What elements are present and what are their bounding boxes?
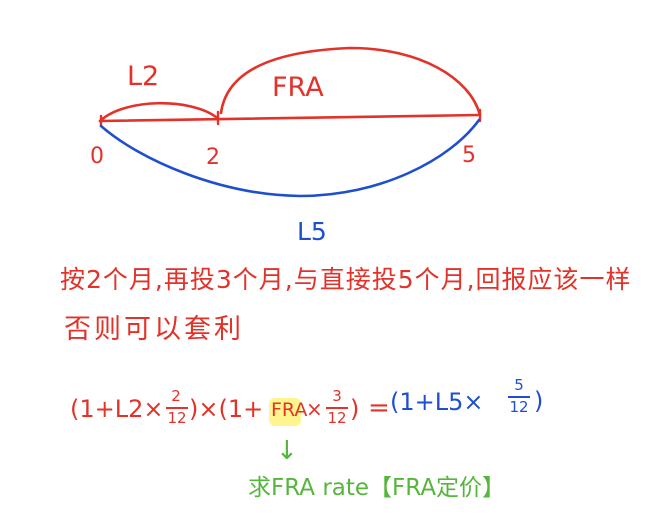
tick-label-5: 5 <box>462 143 476 168</box>
down-arrow-icon: ↓ <box>276 436 298 466</box>
eq-rhs-part1: (1+L5× <box>390 388 484 416</box>
note-line-2: 否则可以套利 <box>64 314 244 345</box>
eq-frac1-num: 2 <box>171 387 181 405</box>
eq-rhs-part2: ) <box>534 387 544 415</box>
eq-frac3-den: 12 <box>509 398 529 416</box>
annotation-text: 求FRA rate【FRA定价】 <box>248 475 506 501</box>
eq-frac3-num: 5 <box>514 376 524 394</box>
eq-frac2-num: 3 <box>332 387 342 405</box>
l2-label: L2 <box>127 61 160 92</box>
tick-label-0: 0 <box>90 144 104 169</box>
eq-frac1-den: 12 <box>167 409 187 427</box>
eq-lhs-part2: )×(1+ <box>189 395 264 423</box>
eq-frac2-den: 12 <box>327 409 347 427</box>
eq-frac2-bar <box>326 407 348 409</box>
eq-frac3-bar <box>508 396 530 398</box>
timeline-axis <box>98 113 482 123</box>
eq-lhs-part1: (1+L2× <box>70 395 164 423</box>
fra-arc <box>219 46 482 117</box>
fra-highlight <box>269 398 301 426</box>
l2-arc <box>98 101 218 123</box>
eq-frac1-bar <box>166 407 188 409</box>
note-line-1: 按2个月,再投3个月,与直接投5个月,回报应该一样 <box>60 265 632 294</box>
l5-arc <box>99 118 481 198</box>
tick-label-2: 2 <box>206 145 220 170</box>
fra-label: FRA <box>272 72 324 103</box>
eq-lhs-times: × <box>306 397 323 421</box>
eq-equals: = <box>368 393 390 423</box>
eq-lhs-part3: ) <box>350 395 360 423</box>
l5-label: L5 <box>297 217 327 246</box>
eq-lhs-fra: FRA <box>271 399 308 421</box>
